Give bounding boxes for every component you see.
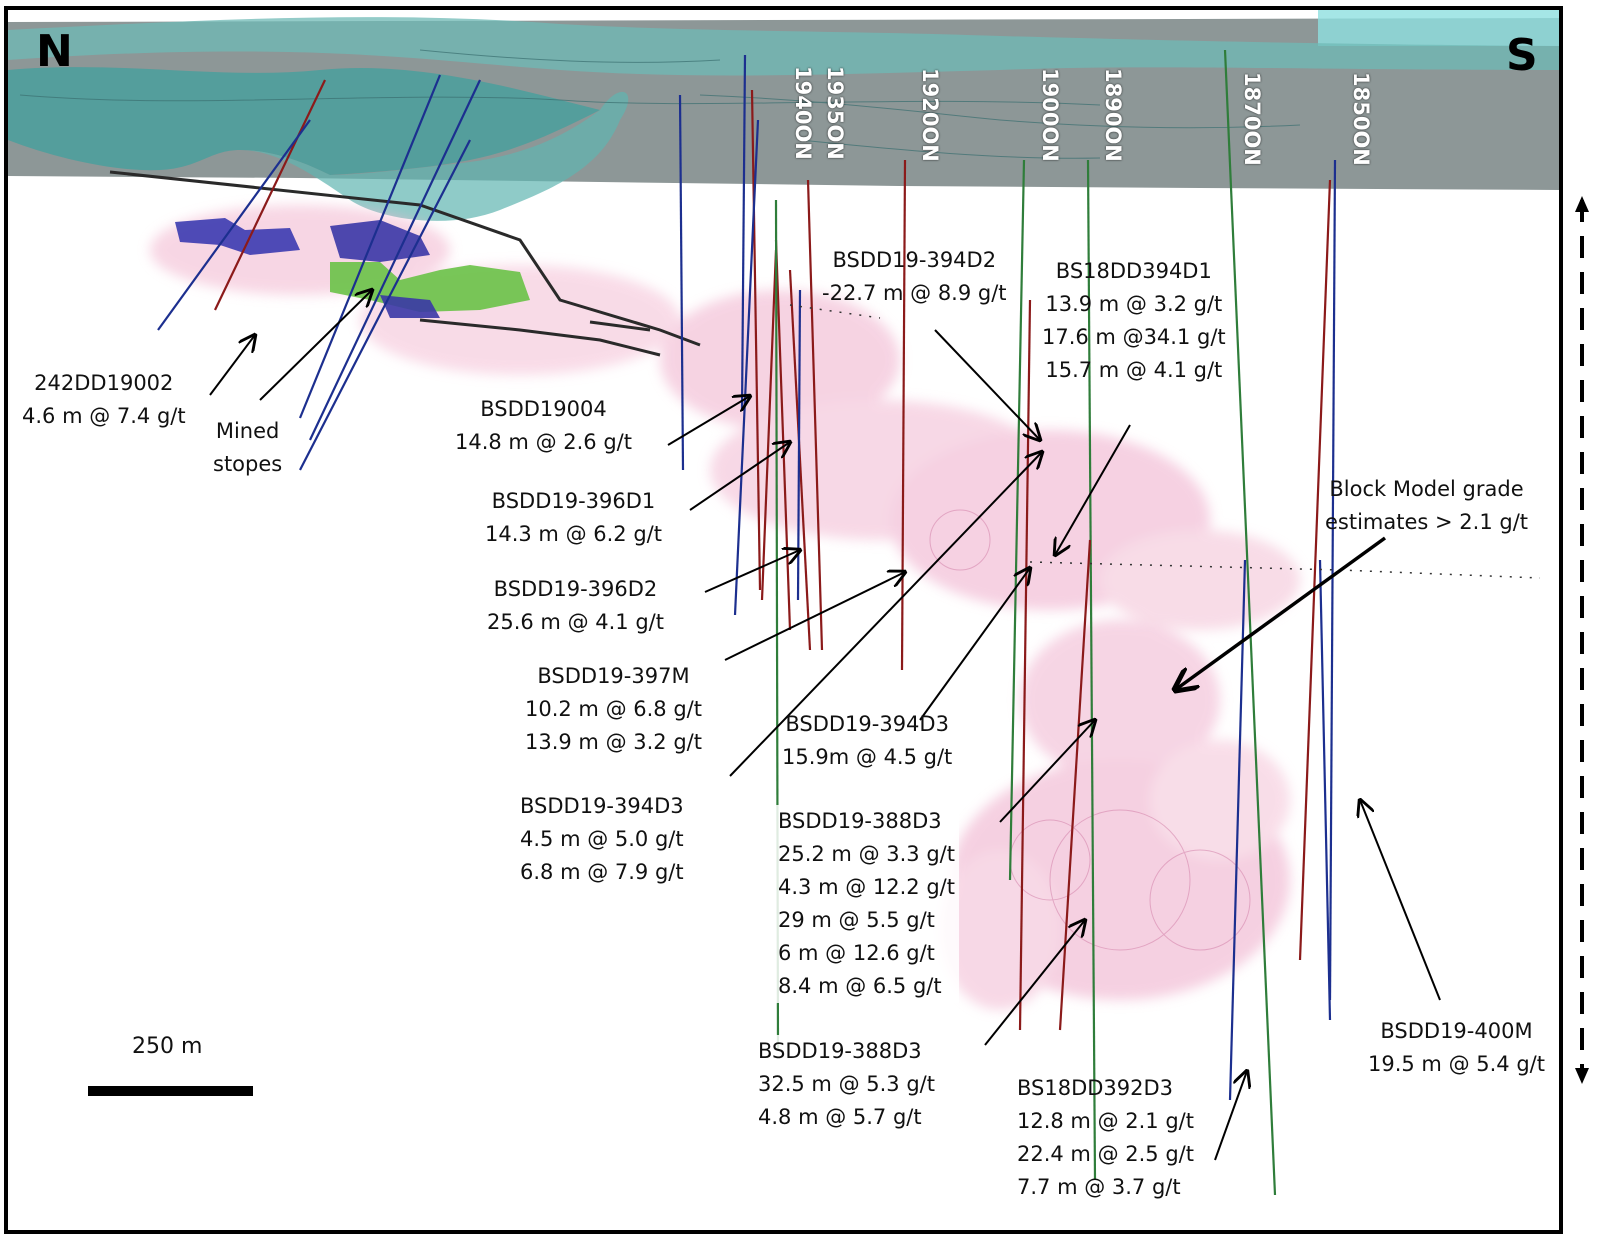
south-label: S bbox=[1506, 30, 1538, 81]
section-line-1870N: 1870ON bbox=[1240, 72, 1264, 166]
callout-BSDD19-394D2: BSDD19-394D2 -22.7 m @ 8.9 g/t bbox=[822, 244, 1007, 310]
callout-intercept: 15.9m @ 4.5 g/t bbox=[782, 745, 953, 769]
callout-hole-name: BSDD19004 bbox=[480, 397, 607, 421]
callout-hole-name: BS18DD392D3 bbox=[1017, 1076, 1174, 1100]
callout-hole-name: BSDD19-400M bbox=[1380, 1019, 1533, 1043]
surface-strip bbox=[1318, 10, 1560, 46]
callout-hole-name: 242DD19002 bbox=[34, 371, 174, 395]
callout-text: Mined bbox=[215, 419, 280, 443]
callout-intercept: 10.2 m @ 6.8 g/t bbox=[525, 697, 702, 721]
callout-intercept: 8.4 m @ 6.5 g/t bbox=[778, 974, 942, 998]
section-line-1900N: 1900ON bbox=[1038, 68, 1062, 162]
callout-BSDD19-394D3-left: BSDD19-394D3 4.5 m @ 5.0 g/t 6.8 m @ 7.9… bbox=[520, 790, 684, 889]
callout-BSDD19-396D2: BSDD19-396D2 25.6 m @ 4.1 g/t bbox=[487, 573, 664, 639]
callout-BSDD19-394D3-right: BSDD19-394D3 15.9m @ 4.5 g/t bbox=[782, 708, 952, 774]
callout-intercept: 13.9 m @ 3.2 g/t bbox=[1045, 292, 1223, 316]
callout-text: estimates > 2.1 g/t bbox=[1325, 510, 1529, 534]
callout-intercept: -22.7 m @ 8.9 g/t bbox=[822, 281, 1007, 305]
callout-BSDD19-400M: BSDD19-400M 19.5 m @ 5.4 g/t bbox=[1368, 1015, 1545, 1081]
callout-block-model: Block Model grade estimates > 2.1 g/t bbox=[1325, 473, 1528, 539]
callout-intercept: 25.6 m @ 4.1 g/t bbox=[487, 610, 664, 634]
scale-bar bbox=[88, 1086, 253, 1096]
section-line-1920N: 1920ON bbox=[918, 68, 942, 162]
callout-intercept: 29 m @ 5.5 g/t bbox=[778, 908, 935, 932]
section-line-1940N: 1940ON bbox=[791, 66, 815, 160]
callout-intercept: 14.3 m @ 6.2 g/t bbox=[485, 522, 662, 546]
callout-intercept: 32.5 m @ 5.3 g/t bbox=[758, 1072, 935, 1096]
callout-242DD19002: 242DD19002 4.6 m @ 7.4 g/t bbox=[22, 367, 186, 433]
callout-intercept: 25.2 m @ 3.3 g/t bbox=[778, 842, 955, 866]
callout-mined-stopes: Mined stopes bbox=[213, 415, 282, 481]
callout-hole-name: BSDD19-388D3 bbox=[758, 1039, 922, 1063]
scale-bar-label: 250 m bbox=[132, 1034, 203, 1059]
callout-hole-name: BSDD19-394D3 bbox=[785, 712, 949, 736]
callout-intercept: 19.5 m @ 5.4 g/t bbox=[1368, 1052, 1545, 1076]
callout-BSDD19-397M: BSDD19-397M 10.2 m @ 6.8 g/t 13.9 m @ 3.… bbox=[525, 660, 702, 759]
callout-BSDD19-388D3-lower: BSDD19-388D3 32.5 m @ 5.3 g/t 4.8 m @ 5.… bbox=[754, 1035, 939, 1134]
callout-intercept: 17.6 m @34.1 g/t bbox=[1042, 325, 1226, 349]
callout-intercept: 15.7 m @ 4.1 g/t bbox=[1045, 358, 1223, 382]
callout-hole-name: BSDD19-394D2 bbox=[832, 248, 997, 272]
callout-hole-name: BSDD19-388D3 bbox=[778, 809, 942, 833]
section-line-1850N: 1850ON bbox=[1349, 72, 1373, 166]
callout-hole-name: BS18DD394D1 bbox=[1055, 259, 1212, 283]
callout-hole-name: BSDD19-397M bbox=[537, 664, 690, 688]
upper-lens bbox=[8, 67, 600, 175]
callout-intercept: 22.4 m @ 2.5 g/t bbox=[1017, 1142, 1194, 1166]
callout-intercept: 4.5 m @ 5.0 g/t bbox=[520, 827, 684, 851]
callout-arrows bbox=[209, 290, 1441, 1161]
callout-BSDD19-388D3-upper: BSDD19-388D3 25.2 m @ 3.3 g/t 4.3 m @ 12… bbox=[774, 805, 959, 1003]
callout-intercept: 6.8 m @ 7.9 g/t bbox=[520, 860, 684, 884]
drill-traces bbox=[157, 49, 1337, 1196]
callout-intercept: 12.8 m @ 2.1 g/t bbox=[1017, 1109, 1194, 1133]
callout-BSDD19-396D1: BSDD19-396D1 14.3 m @ 6.2 g/t bbox=[485, 485, 662, 551]
callout-intercept: 13.9 m @ 3.2 g/t bbox=[525, 730, 702, 754]
depth-arrow bbox=[1575, 196, 1589, 1084]
callout-intercept: 14.8 m @ 2.6 g/t bbox=[455, 430, 632, 454]
grade-shells bbox=[929, 509, 1251, 951]
callout-intercept: 4.6 m @ 7.4 g/t bbox=[22, 404, 186, 428]
north-label: N bbox=[36, 26, 73, 77]
callout-hole-name: BSDD19-396D2 bbox=[493, 577, 658, 601]
callout-intercept: 7.7 m @ 3.7 g/t bbox=[1017, 1175, 1181, 1199]
callout-hole-name: BSDD19-394D3 bbox=[520, 794, 684, 818]
mined-stopes bbox=[109, 170, 701, 357]
callout-intercept: 4.8 m @ 5.7 g/t bbox=[758, 1105, 922, 1129]
deep-lens bbox=[240, 91, 629, 221]
callout-BS18DD392D3: BS18DD392D3 12.8 m @ 2.1 g/t 22.4 m @ 2.… bbox=[1017, 1072, 1194, 1204]
callout-text: stopes bbox=[213, 452, 283, 476]
surface-contours bbox=[19, 49, 1301, 159]
section-line-1935N: 1935ON bbox=[823, 66, 847, 160]
callout-text: Block Model grade bbox=[1329, 477, 1524, 501]
callout-BSDD19004: BSDD19004 14.8 m @ 2.6 g/t bbox=[455, 393, 632, 459]
callout-intercept: 6 m @ 12.6 g/t bbox=[778, 941, 935, 965]
callout-intercept: 4.3 m @ 12.2 g/t bbox=[778, 875, 955, 899]
callout-BS18DD394D1: BS18DD394D1 13.9 m @ 3.2 g/t 17.6 m @34.… bbox=[1042, 255, 1226, 387]
callout-hole-name: BSDD19-396D1 bbox=[491, 489, 656, 513]
section-line-1890N: 1890ON bbox=[1101, 68, 1125, 162]
topography-surface bbox=[8, 17, 1560, 76]
